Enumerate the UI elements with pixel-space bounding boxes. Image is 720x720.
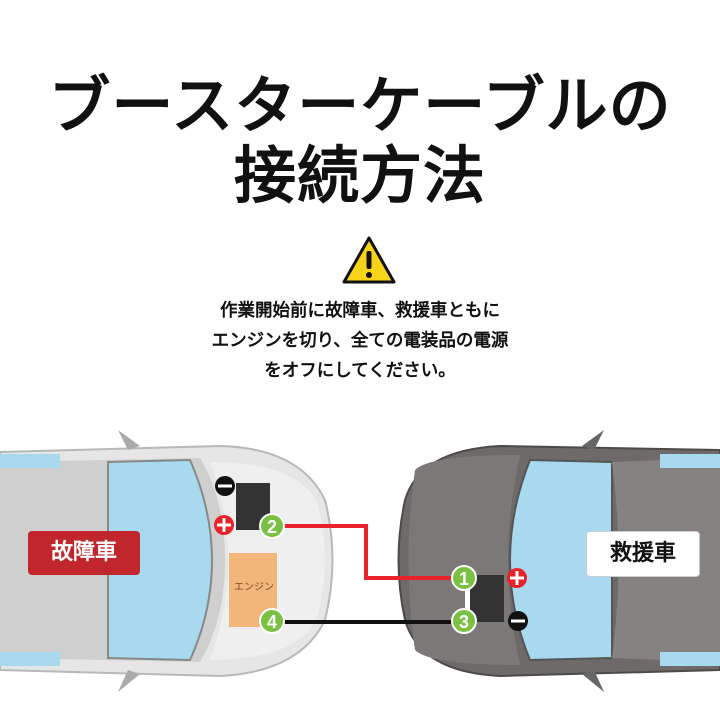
red-cable	[275, 524, 460, 580]
rescue-plus-icon	[507, 568, 527, 588]
title-line-1: ブースターケーブルの	[48, 69, 672, 142]
broken-car-label: 故障車	[28, 531, 140, 575]
title-line-2: 接続方法	[233, 139, 486, 212]
step-badge-4: 4	[259, 608, 285, 634]
step-badge-2: 2	[259, 513, 285, 539]
svg-text:2: 2	[267, 517, 277, 537]
engine-label: エンジン	[234, 582, 274, 593]
svg-text:3: 3	[459, 612, 469, 632]
connection-diagram: 1 2 3 4	[0, 430, 720, 692]
step-badge-3: 3	[451, 608, 477, 634]
notice-line-3: をオフにしてください。	[264, 361, 456, 381]
warning-triangle-icon	[342, 236, 396, 284]
rescue-minus-icon	[508, 611, 528, 631]
notice-line-1: 作業開始前に故障車、救援車ともに	[220, 301, 500, 321]
broken-plus-icon	[214, 515, 234, 535]
rescue-car-label: 救援車	[586, 531, 700, 577]
notice-line-2: エンジンを切り、全ての電装品の電源	[211, 331, 509, 351]
step-badge-1: 1	[451, 565, 477, 591]
svg-text:4: 4	[267, 612, 277, 632]
broken-minus-icon	[215, 476, 235, 496]
svg-text:1: 1	[459, 569, 469, 589]
